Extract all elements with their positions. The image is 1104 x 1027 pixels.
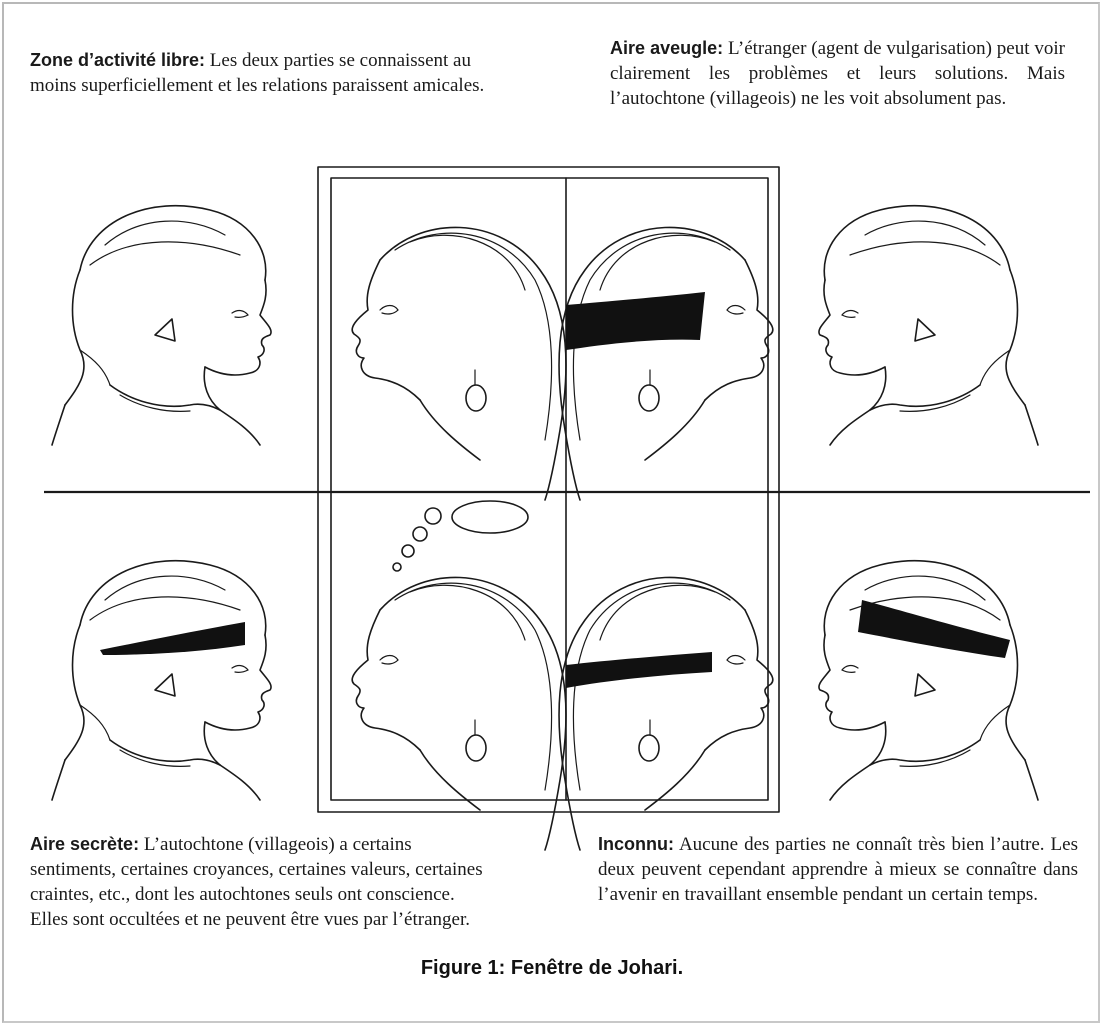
head-blind-window: [559, 227, 773, 500]
head-hidden-window: [352, 577, 566, 850]
blindfold-band: [566, 292, 705, 350]
head-free-window: [352, 227, 566, 500]
figure-caption: Figure 1: Fenêtre de Johari.: [0, 957, 1104, 980]
head-free-outside: [52, 206, 271, 445]
blindfold-band: [566, 652, 712, 688]
blindfold-band: [858, 600, 1010, 658]
head-unknown-outside: [819, 561, 1038, 800]
head-unknown-window: [559, 577, 773, 850]
thought-bubbles: [393, 501, 528, 571]
head-blind-outside: [819, 206, 1038, 445]
head-hidden-outside: [52, 561, 271, 800]
blindfold-band: [100, 622, 245, 655]
